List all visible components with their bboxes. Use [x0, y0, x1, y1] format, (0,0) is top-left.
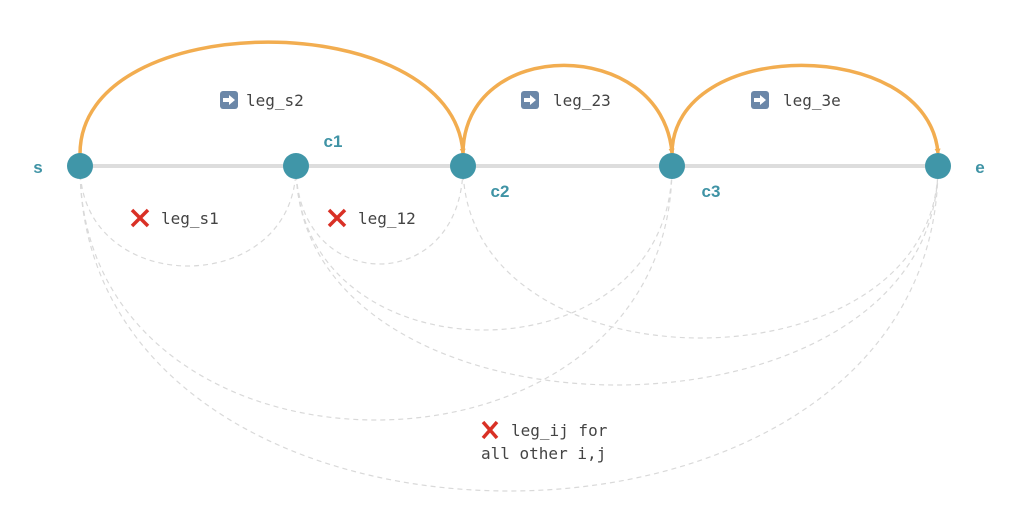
rejected-edges — [79, 165, 939, 492]
leg-label-s2: leg_s2 — [246, 91, 304, 110]
leg-label-23: leg_23 — [553, 91, 611, 110]
leg-label-s1: leg_s1 — [161, 209, 219, 228]
selected-edge-c3-e — [670, 63, 941, 155]
cross-icon — [481, 420, 499, 440]
rejected-edge-c2-e — [462, 165, 939, 339]
nodes — [67, 153, 951, 179]
leg-label-12: leg_12 — [358, 209, 416, 228]
leg-label-3e: leg_3e — [783, 91, 841, 110]
right-arrow-icon — [751, 91, 769, 109]
node-label-e: e — [975, 158, 984, 177]
rejected-edge-c1-e — [295, 165, 939, 386]
selected-edges — [78, 40, 941, 155]
cross-icon — [327, 208, 347, 228]
node-label-s: s — [33, 158, 42, 177]
right-arrow-icon — [521, 91, 539, 109]
rejected-edge-c1-c3 — [295, 165, 673, 331]
cross-icon — [130, 208, 150, 228]
node-e — [925, 153, 951, 179]
right-arrow-icon — [220, 91, 238, 109]
rejected-edge-s-c3 — [79, 165, 673, 421]
node-c2 — [450, 153, 476, 179]
other-legs-note-line1: leg_ij for — [511, 421, 608, 440]
node-c1 — [283, 153, 309, 179]
node-label-c2: c2 — [491, 182, 510, 201]
node-c3 — [659, 153, 685, 179]
node-s — [67, 153, 93, 179]
node-label-c1: c1 — [324, 132, 343, 151]
rejected-edge-s-c1 — [79, 165, 297, 267]
rejected-edge-c1-c2 — [295, 165, 464, 265]
selected-edge-c2-c3 — [461, 63, 675, 155]
node-label-c3: c3 — [702, 182, 721, 201]
other-legs-note-line2: all other i,j — [481, 444, 606, 463]
selected-edge-s-c2 — [78, 40, 466, 155]
